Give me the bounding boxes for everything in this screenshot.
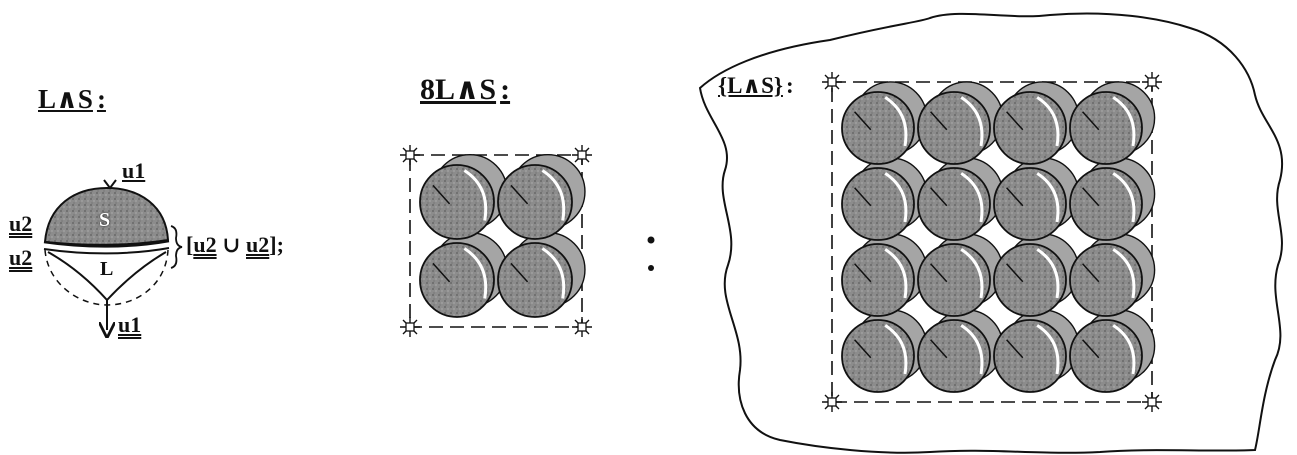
formula-close: ]; <box>269 232 284 257</box>
panel2-title-text: 8L∧S <box>420 73 496 106</box>
formula-op: ∪ <box>222 232 240 257</box>
ball <box>1070 244 1142 316</box>
ball <box>1070 168 1142 240</box>
ball <box>842 92 914 164</box>
ball <box>420 243 494 317</box>
s-region-label: S <box>99 209 110 232</box>
panel3-title-colon: : <box>786 73 794 98</box>
ball <box>1070 320 1142 392</box>
formula-a: u2 <box>193 232 216 257</box>
unit-glyph <box>44 180 182 330</box>
panel2-title-colon: : <box>500 73 510 106</box>
panel3-title: {L∧S}: <box>718 72 794 99</box>
ball <box>498 243 572 317</box>
panel1-title-text: L∧S <box>38 84 93 114</box>
l-region-label: L <box>100 258 113 281</box>
left-port-bottom-label: u2 <box>9 245 32 271</box>
panel1-title: L∧S: <box>38 84 106 115</box>
ball <box>994 244 1066 316</box>
ball <box>842 244 914 316</box>
bottom-port-label: u1 <box>118 312 141 338</box>
ball <box>498 165 572 239</box>
union-formula: [u2 ∪ u2]; <box>186 232 284 258</box>
panel1-title-colon: : <box>97 84 106 114</box>
ball <box>994 320 1066 392</box>
ball <box>918 168 990 240</box>
corner-port <box>406 323 414 331</box>
packing-4x4 <box>822 72 1162 412</box>
left-port-top-label: u2 <box>9 211 32 237</box>
ball <box>918 244 990 316</box>
panel3-title-text: {L∧S} <box>718 73 783 98</box>
separator-dot-bottom <box>648 265 654 271</box>
packing-2x2 <box>400 145 592 337</box>
corner-port <box>828 398 836 406</box>
separator-dot-top <box>648 237 655 244</box>
ball <box>994 168 1066 240</box>
corner-port <box>828 78 836 86</box>
ball <box>918 320 990 392</box>
corner-port <box>406 151 414 159</box>
top-port-label: u1 <box>122 158 145 184</box>
corner-port <box>578 323 586 331</box>
ball <box>842 168 914 240</box>
corner-port <box>1148 78 1156 86</box>
ball <box>1070 92 1142 164</box>
ball <box>994 92 1066 164</box>
formula-b: u2 <box>246 232 269 257</box>
brace <box>171 226 182 268</box>
corner-port <box>578 151 586 159</box>
panel2-title: 8L∧S: <box>420 72 510 107</box>
ball <box>918 92 990 164</box>
ball <box>420 165 494 239</box>
ball <box>842 320 914 392</box>
corner-port <box>1148 398 1156 406</box>
